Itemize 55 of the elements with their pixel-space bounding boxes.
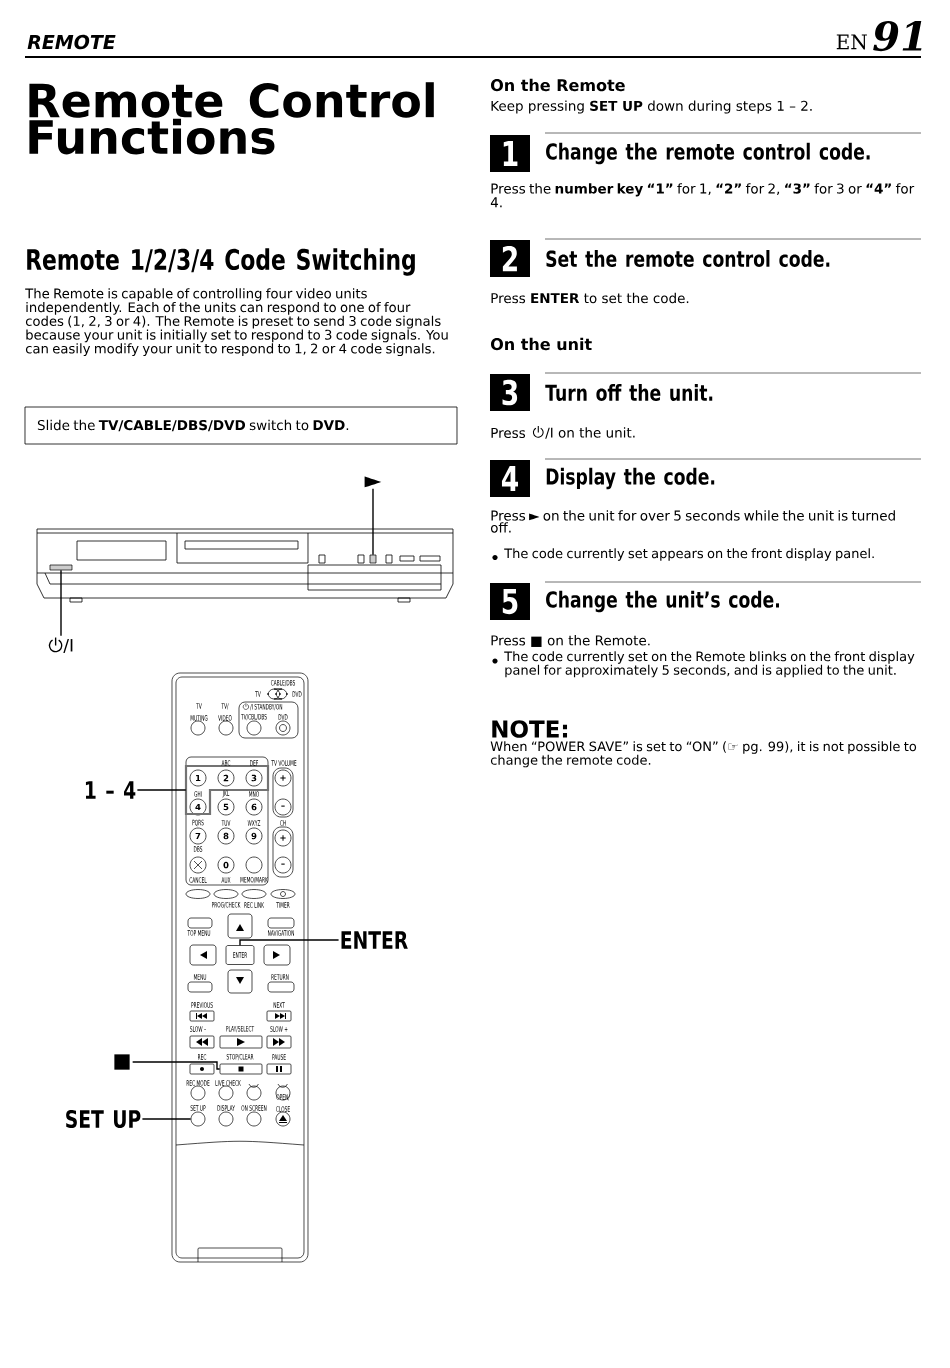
step-number-box: 4 <box>490 460 530 497</box>
body-text: Press ■ on the Remote. <box>491 635 650 647</box>
key-label: + <box>280 775 286 781</box>
leader-line <box>136 789 187 791</box>
step-heading: Change the unit’s code. <box>546 590 779 613</box>
leader-line <box>372 488 374 556</box>
key-label: 1 <box>196 774 201 782</box>
instruction-box: Slide the TV/CABLE/DBS/DVD switch to DVD. <box>24 406 458 445</box>
step-heading: Set the remote control code. <box>546 250 830 268</box>
section-header: REMOTE <box>27 34 116 50</box>
key-label: – <box>281 863 285 865</box>
key-label: 5 <box>223 803 229 811</box>
setup-button <box>190 1111 206 1127</box>
key-label: 3 <box>251 774 257 782</box>
key-label: 6 <box>251 803 257 811</box>
body-text: Keep pressing SET UP down during steps 1 – 2. <box>491 100 812 114</box>
key-label: 9 <box>251 832 257 840</box>
step-heading: Turn off the unit. <box>545 384 713 402</box>
step-heading: Change the remote control code. <box>546 142 870 165</box>
key-label: 8 <box>223 832 229 840</box>
body-text: The Remote is capable of controlling four video units independently. Each of the units can respond to one of four codes (1, 2, 3 or 4). The Remote is preset to send 3 code signals because your unit is initially set to respond to 3 code signals. You can easily modify your unit to respond to 1, 2 or 4 code signals. <box>25 288 448 357</box>
callout-symbol: ■ <box>114 1054 130 1070</box>
language-code: EN <box>836 34 867 50</box>
step-number-box: 5 <box>490 583 530 620</box>
leader-line <box>239 939 340 946</box>
highlight-outline <box>184 764 270 816</box>
key-label: – <box>281 805 285 807</box>
body-text: /I on the unit. <box>545 427 635 439</box>
title: Remote Control Functions <box>29 82 434 155</box>
callout-label: 1 – 4 <box>85 781 136 799</box>
page-number: 91 <box>873 20 922 52</box>
key-label: 2 <box>223 774 229 782</box>
note-text: When “POWER SAVE” is set to “ON” (☞ pg. 99), it is not possible to change the remote code. <box>490 741 917 768</box>
callout-label: ENTER <box>341 931 408 949</box>
section-heading: Remote 1/2/3/4 Code Switching <box>27 248 415 276</box>
bullet-text: The code currently set on the Remote blinks on the front display panel for approximately 5 seconds, and is applied to the unit. <box>504 651 915 678</box>
step-number-box: 2 <box>490 240 530 277</box>
key-label: 0 <box>223 861 229 869</box>
stop-button <box>219 1063 263 1075</box>
leader-line <box>131 1061 221 1070</box>
key-label: 7 <box>195 832 201 840</box>
step-number-box: 3 <box>490 374 530 411</box>
note-heading: NOTE: <box>492 720 568 738</box>
callout-symbol: ► <box>364 476 382 488</box>
key-label: + <box>280 835 286 841</box>
callout-label: SET UP <box>66 1109 141 1129</box>
key-label: 4 <box>195 803 201 811</box>
leader-line <box>141 1118 192 1120</box>
power-button <box>49 564 73 571</box>
body-text: Press the number key “1” for 1, “2” for 2, “3” for 3 or “4” for 4. <box>490 183 915 208</box>
step-number-box: 1 <box>490 135 530 172</box>
play-button <box>369 554 377 564</box>
leader-line <box>60 569 62 637</box>
body-text: Press <box>491 428 526 438</box>
step-heading: Display the code. <box>546 467 715 490</box>
